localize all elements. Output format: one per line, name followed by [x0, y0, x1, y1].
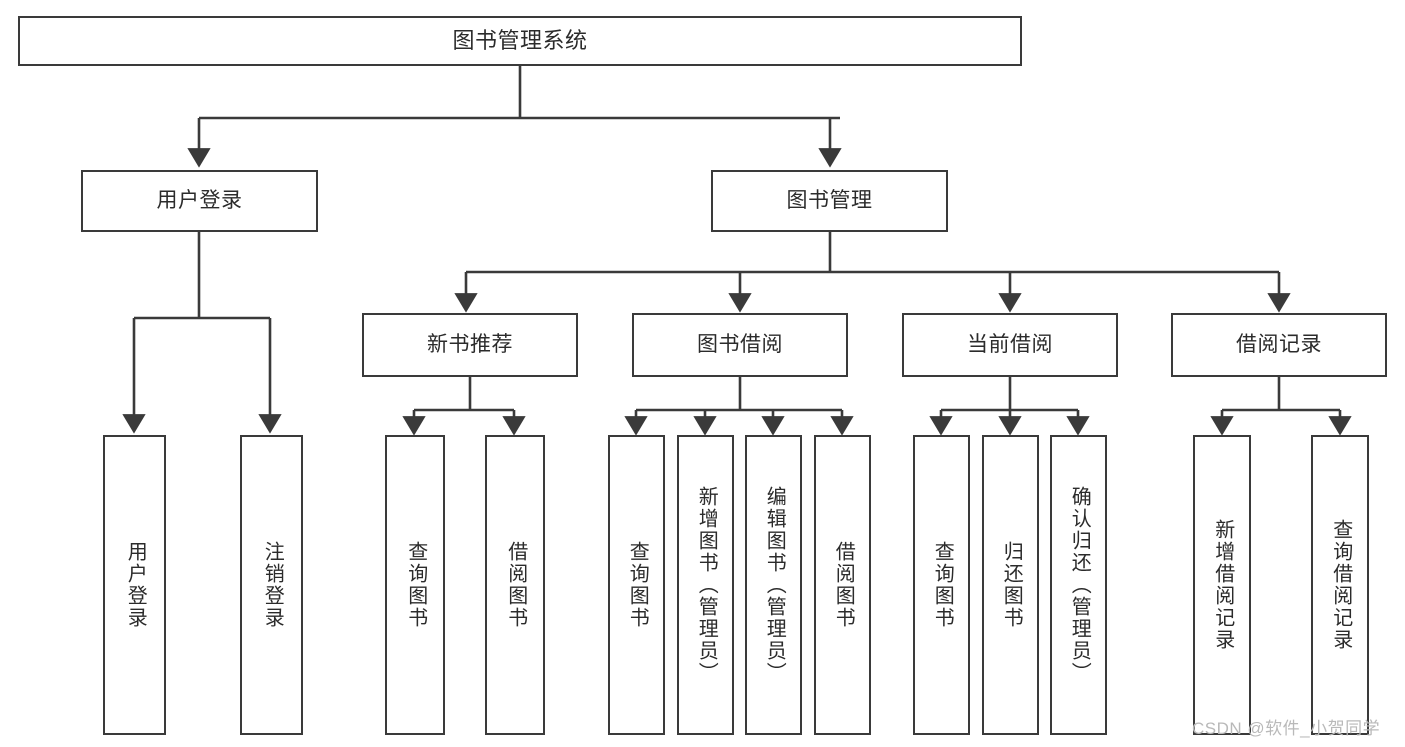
node-label: 确认归还（管理员） [1068, 486, 1091, 684]
node-label: 图书管理 [786, 188, 873, 212]
node-borrow-record[interactable]: 借阅记录 [1171, 313, 1387, 377]
leaf-current-confirm-return[interactable]: 确认归还（管理员） [1050, 435, 1107, 735]
node-book-borrow[interactable]: 图书借阅 [632, 313, 848, 377]
csdn-watermark: CSDN @软件_小贺同学 [1192, 719, 1381, 738]
leaf-record-add-record[interactable]: 新增借阅记录 [1193, 435, 1251, 735]
leaf-user-login-login[interactable]: 用户登录 [103, 435, 166, 735]
node-label: 新增图书（管理员） [695, 486, 718, 684]
leaf-borrow-edit-book[interactable]: 编辑图书（管理员） [745, 435, 802, 735]
node-current-borrow[interactable]: 当前借阅 [902, 313, 1118, 377]
node-label: 归还图书 [1000, 541, 1023, 629]
node-label: 查询图书 [931, 541, 954, 629]
node-label: 查询借阅记录 [1329, 519, 1352, 651]
node-label: 用户登录 [124, 541, 147, 629]
leaf-new-book-query[interactable]: 查询图书 [385, 435, 445, 735]
leaf-new-book-borrow[interactable]: 借阅图书 [485, 435, 545, 735]
node-label: 借阅记录 [1236, 332, 1322, 356]
node-label: 借阅图书 [504, 541, 527, 629]
leaf-borrow-add-book[interactable]: 新增图书（管理员） [677, 435, 734, 735]
node-label: 当前借阅 [967, 332, 1053, 356]
node-label: 用户登录 [156, 188, 243, 212]
node-label: 查询图书 [626, 541, 649, 629]
node-label: 查询图书 [404, 541, 427, 629]
node-label: 新书推荐 [427, 332, 513, 356]
node-label: 编辑图书（管理员） [763, 486, 786, 684]
leaf-current-query-book[interactable]: 查询图书 [913, 435, 970, 735]
leaf-borrow-borrow-book[interactable]: 借阅图书 [814, 435, 871, 735]
leaf-record-query-record[interactable]: 查询借阅记录 [1311, 435, 1369, 735]
node-book-management[interactable]: 图书管理 [711, 170, 948, 232]
node-label: 图书借阅 [697, 332, 783, 356]
node-label: 新增借阅记录 [1211, 519, 1234, 651]
leaf-current-return-book[interactable]: 归还图书 [982, 435, 1039, 735]
node-root-system[interactable]: 图书管理系统 [18, 16, 1022, 66]
node-label: 图书管理系统 [452, 28, 588, 54]
node-label: 借阅图书 [832, 541, 855, 629]
node-user-login[interactable]: 用户登录 [81, 170, 318, 232]
leaf-borrow-query-book[interactable]: 查询图书 [608, 435, 665, 735]
leaf-user-login-logout[interactable]: 注销登录 [240, 435, 303, 735]
node-new-book-recommend[interactable]: 新书推荐 [362, 313, 578, 377]
node-label: 注销登录 [261, 541, 284, 629]
